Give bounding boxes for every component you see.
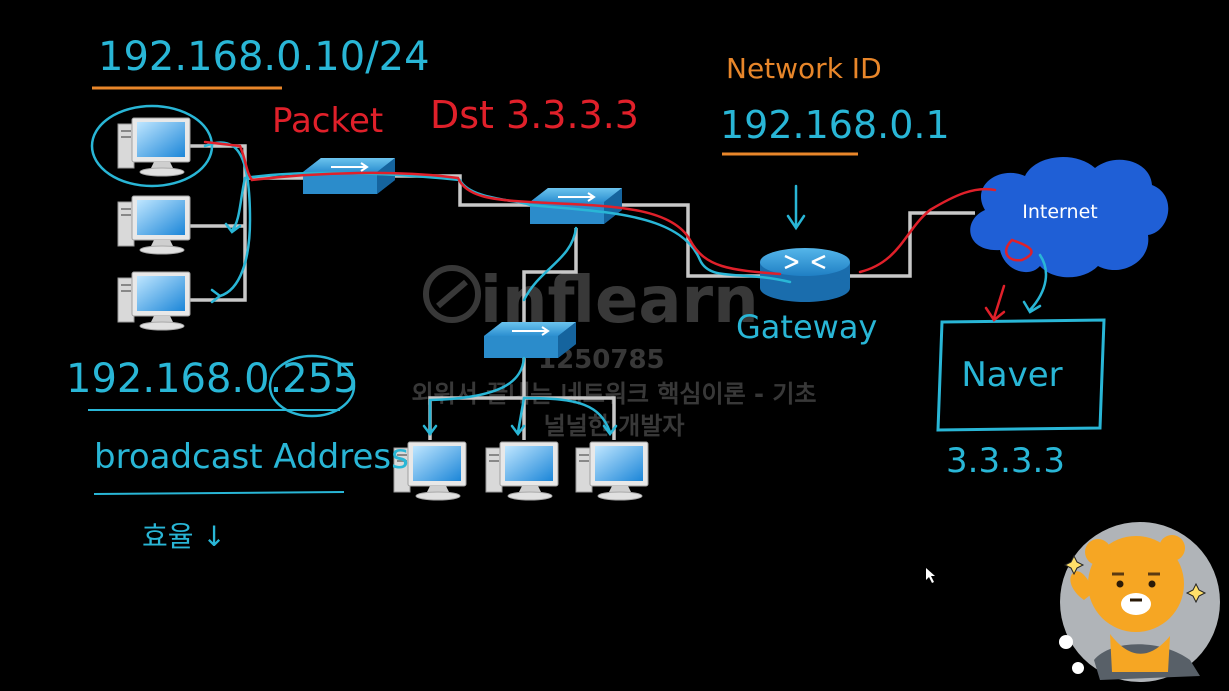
dst-label: Dst 3.3.3.3 bbox=[430, 93, 639, 137]
packet-label: Packet bbox=[272, 101, 383, 141]
cyan-ink bbox=[90, 104, 1048, 437]
host-pc-5 bbox=[485, 441, 559, 501]
avatar bbox=[1059, 522, 1220, 682]
broadcast-circle bbox=[268, 354, 356, 418]
switch-3 bbox=[483, 321, 577, 359]
network-id-ip: 192.168.0.1 bbox=[720, 103, 950, 147]
router-arrows-icon bbox=[784, 254, 826, 270]
internet-label: Internet bbox=[1022, 201, 1097, 223]
inflearn-logo-icon bbox=[423, 265, 481, 323]
router-gateway bbox=[760, 248, 850, 302]
host-circle bbox=[90, 104, 214, 188]
host-ip-label: 192.168.0.10/24 bbox=[98, 34, 430, 80]
host-pc-6 bbox=[575, 441, 649, 501]
host-pc-1 bbox=[117, 117, 191, 177]
sparkle-icon-2 bbox=[1185, 582, 1207, 604]
mouse-cursor-icon bbox=[926, 568, 935, 583]
switch-1 bbox=[302, 157, 396, 195]
red-ink bbox=[203, 140, 1033, 322]
mascot-hand bbox=[1070, 571, 1094, 600]
cable-left-hosts bbox=[190, 144, 247, 302]
internet-cloud: Internet bbox=[970, 156, 1169, 278]
down-arrow bbox=[786, 184, 806, 231]
broadcast-address-label: broadcast Address bbox=[94, 437, 409, 477]
naver-box: Naver bbox=[936, 318, 1106, 432]
host-pc-2 bbox=[117, 195, 191, 255]
naver-label: Naver bbox=[961, 355, 1062, 395]
broadcast-ip-label: 192.168.0.255 bbox=[66, 356, 359, 402]
gateway-label: Gateway bbox=[736, 308, 877, 346]
sparkle-icon bbox=[1063, 554, 1085, 576]
network-id-label: Network ID bbox=[726, 52, 882, 85]
naver-ip-label: 3.3.3.3 bbox=[946, 441, 1065, 481]
mascot-face bbox=[1088, 536, 1184, 632]
efficiency-label: 효율 ↓ bbox=[142, 520, 226, 553]
host-pc-3 bbox=[117, 271, 191, 331]
